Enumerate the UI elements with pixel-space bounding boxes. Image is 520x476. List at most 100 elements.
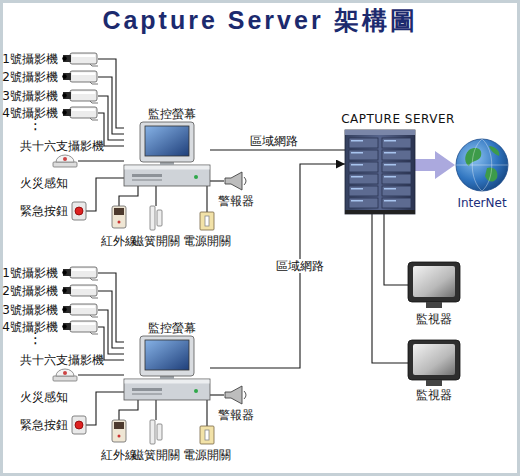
monitor-frame xyxy=(140,122,194,162)
camera-mount xyxy=(90,315,98,317)
signal-wire xyxy=(155,186,156,206)
signal-wire xyxy=(206,186,207,212)
capture-server: CAPTURE SERVER xyxy=(345,130,415,214)
switch-plate xyxy=(200,212,214,230)
fire-sensor: 火災感知 xyxy=(52,152,78,170)
signal-wire xyxy=(78,160,124,161)
device-label: 1號攝影機 xyxy=(2,52,58,66)
tv-frame xyxy=(408,262,460,302)
rack-top xyxy=(345,130,415,135)
video-monitor: 監視器 xyxy=(408,262,460,308)
rack-unit xyxy=(349,198,378,208)
pc-case-top xyxy=(125,166,210,170)
camera-mount xyxy=(90,278,98,280)
device-label: 2號攝影機 xyxy=(2,284,58,298)
signal-wire xyxy=(98,96,124,140)
power-switch: 電源開關 xyxy=(200,212,214,230)
camera-lens xyxy=(63,73,71,80)
camera-lens xyxy=(63,269,71,276)
device-label: 緊急按鈕 xyxy=(20,418,68,432)
device-label: 紅外線 xyxy=(101,448,137,462)
reed-switch: 磁簧開關 xyxy=(150,206,162,230)
device-icon xyxy=(52,152,78,170)
ir-led xyxy=(118,221,121,224)
lens-glass xyxy=(62,307,66,311)
camera-shine xyxy=(72,55,95,58)
rack-unit xyxy=(382,162,411,172)
camera-lens xyxy=(63,306,71,313)
monitoring-pc: 監控螢幕 xyxy=(124,122,210,186)
pc-case xyxy=(124,379,210,400)
ir-window xyxy=(114,422,124,429)
device-label: InterNet xyxy=(457,196,506,210)
device-label: 監視器 xyxy=(416,388,452,402)
device-label: 火災感知 xyxy=(20,176,68,190)
power-switch: 電源開關 xyxy=(200,426,214,444)
signal-wire xyxy=(98,310,124,354)
diagram-title: Capture Server 架構圖 xyxy=(0,5,520,35)
camera-lens xyxy=(63,92,71,99)
device-label: 火災感知 xyxy=(20,390,68,404)
rack-unit-light xyxy=(351,200,363,202)
camera-lens xyxy=(63,109,71,116)
camera-body xyxy=(70,107,97,118)
device-label: 警報器 xyxy=(218,194,254,208)
monitor-screen xyxy=(145,126,189,156)
pc-case xyxy=(124,165,210,186)
rack-unit-light xyxy=(351,164,363,166)
continuation-dots: ⋮ xyxy=(28,331,43,345)
rack-unit-light xyxy=(351,188,363,190)
camera-body xyxy=(70,71,97,82)
ir-body xyxy=(112,206,126,228)
signal-wire xyxy=(119,400,138,420)
camera-node: 2號攝影機 xyxy=(62,284,98,298)
rack-unit xyxy=(382,150,411,160)
device-icon xyxy=(62,106,98,120)
camera-lens xyxy=(63,323,71,330)
sensor-dot xyxy=(63,371,67,375)
device-icon xyxy=(112,420,126,442)
camera-mount xyxy=(90,118,98,120)
signal-wire xyxy=(372,214,408,363)
camera-lens xyxy=(63,287,71,294)
camera-body xyxy=(70,321,97,332)
device-label: 3號攝影機 xyxy=(2,303,58,317)
internet-arrow xyxy=(415,151,455,179)
lens-glass xyxy=(62,93,66,97)
alarm-horn: 警報器 xyxy=(224,386,248,404)
device-icon xyxy=(62,70,98,84)
rack-unit xyxy=(382,186,411,196)
network-label: 區域網路 xyxy=(250,134,298,148)
button-red xyxy=(75,421,83,429)
switch-plate xyxy=(200,426,214,444)
switch-toggle xyxy=(205,216,209,226)
camera-count-note: 共十六支攝影機 xyxy=(20,353,104,367)
rack-unit-light xyxy=(351,152,363,154)
signal-wire xyxy=(98,273,124,342)
signal-wire xyxy=(210,149,345,150)
drive-slot xyxy=(132,179,162,181)
rack-unit xyxy=(349,150,378,160)
rack-unit xyxy=(349,174,378,184)
rack-unit-light xyxy=(384,164,396,166)
rack-cabinet xyxy=(345,130,415,214)
reed-part xyxy=(150,420,155,444)
sound-wave xyxy=(244,177,246,185)
signal-wire xyxy=(119,186,138,206)
lens-glass xyxy=(62,74,66,78)
monitor-frame xyxy=(140,336,194,376)
device-label: 監視器 xyxy=(416,312,452,326)
camera-body xyxy=(70,285,97,296)
device-label: 監控螢幕 xyxy=(148,321,196,335)
signal-wire xyxy=(98,77,124,134)
tv-frame xyxy=(408,340,460,380)
camera-body xyxy=(70,267,97,278)
video-monitor: 監視器 xyxy=(408,340,460,386)
sensor-dot xyxy=(63,157,67,161)
switch-toggle xyxy=(205,430,209,440)
device-icon xyxy=(124,336,210,400)
rack-unit xyxy=(349,138,378,148)
rack-unit-light xyxy=(384,188,396,190)
device-icon xyxy=(455,138,509,192)
camera-shine xyxy=(72,306,95,309)
